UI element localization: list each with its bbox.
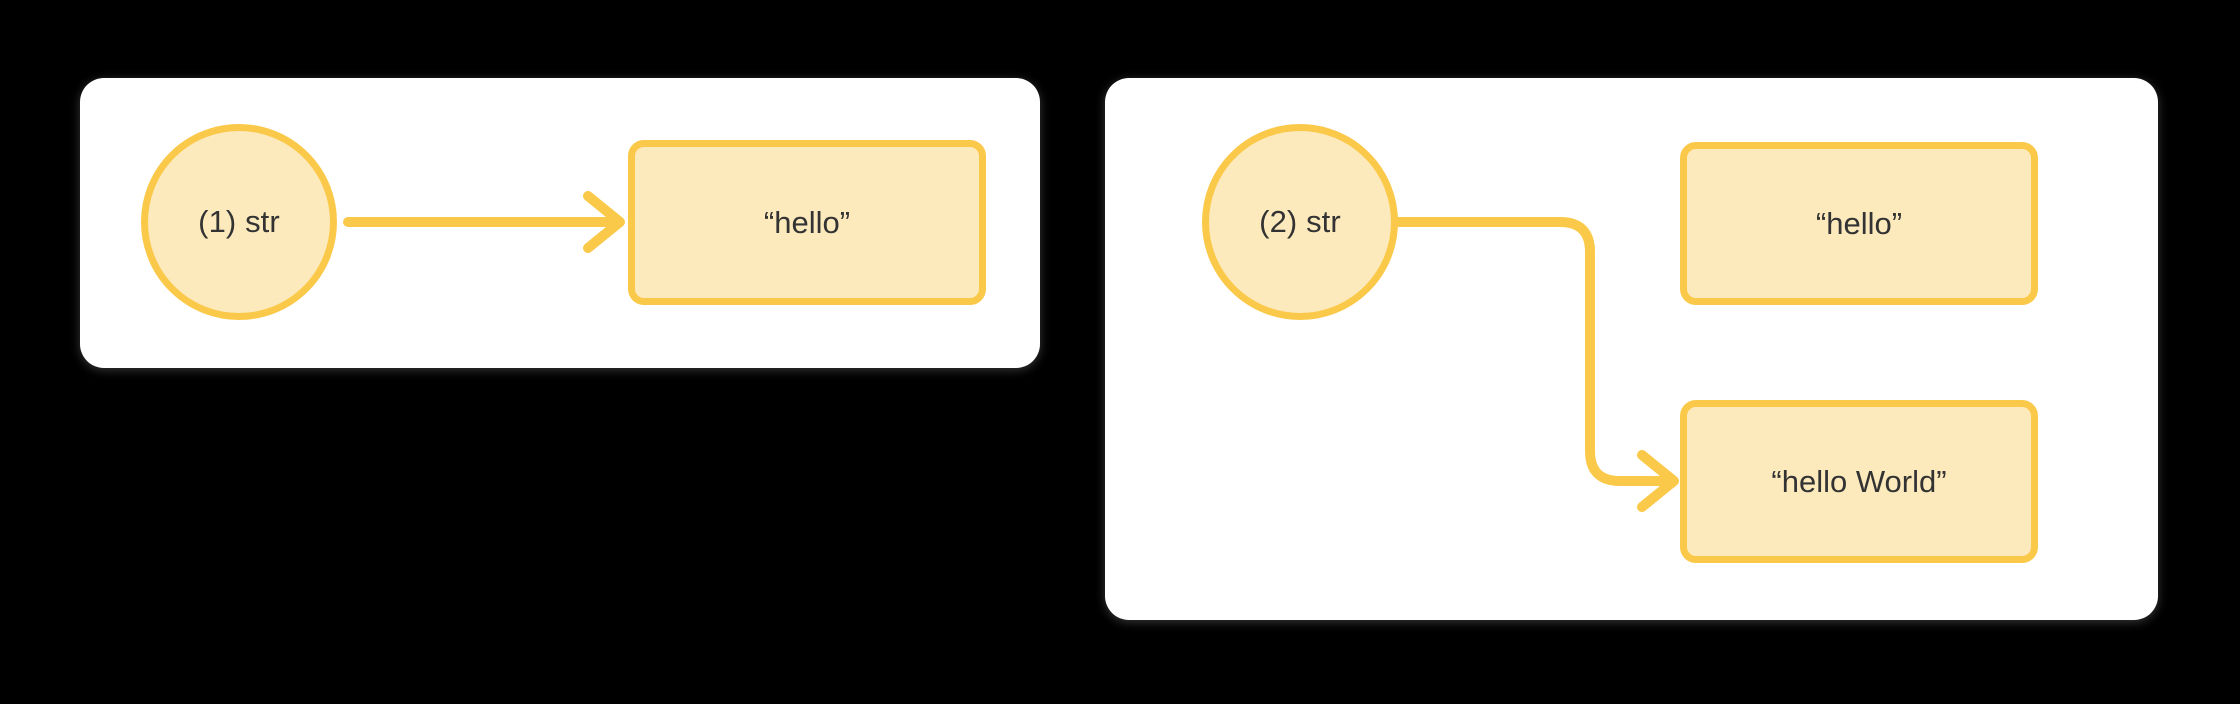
node-label-variable-1: (1) str: [198, 204, 280, 239]
node-value-hello-2[interactable]: “hello”: [1680, 142, 2038, 305]
node-variable-str-2[interactable]: (2) str: [1202, 124, 1398, 320]
node-label-value-1: “hello”: [763, 204, 851, 240]
node-label-new-value: “hello World”: [1771, 463, 1947, 499]
node-label-variable-2: (2) str: [1259, 204, 1341, 239]
node-value-hello-1[interactable]: “hello”: [628, 140, 986, 305]
node-variable-str-1[interactable]: (1) str: [141, 124, 337, 320]
node-label-old-value: “hello”: [1815, 205, 1903, 241]
node-value-hello-world[interactable]: “hello World”: [1680, 400, 2038, 563]
